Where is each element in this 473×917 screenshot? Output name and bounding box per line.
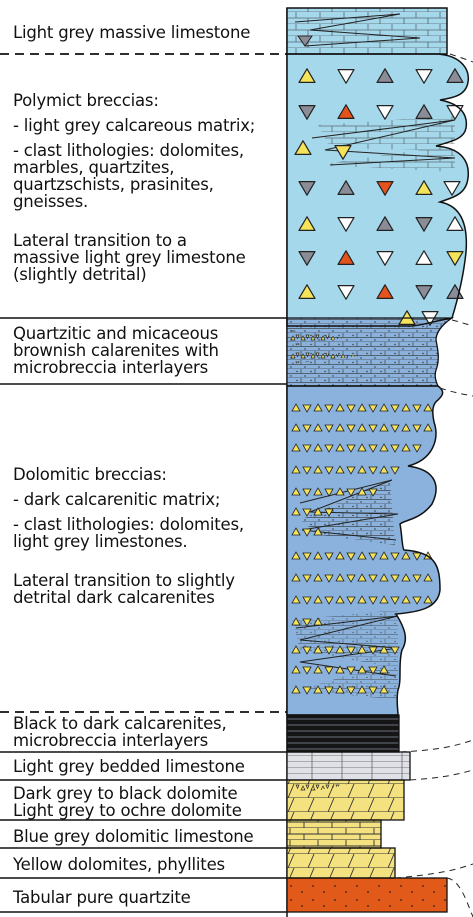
unit-label-dolomitic-breccias: Dolomitic breccias: - dark calcarenitic … [13,466,288,606]
unit-label-light-grey-bedded-limestone: Light grey bedded limestone [13,758,288,775]
correlation-dashed-line [400,740,473,752]
unit-label-dolomites: Dark grey to black dolomite Light grey t… [13,785,288,819]
unit-label-tabular-pure-quartzite: Tabular pure quartzite [13,889,288,906]
correlation-dashed-line [395,864,473,878]
limestone-texture [287,8,447,54]
unit-fill-polymict-breccias [287,54,468,326]
quartzite-texture [287,878,447,912]
unit-label-polymict-breccias: Polymict breccias: - light grey calcareo… [13,92,288,283]
unit-label-blue-grey-dolomitic-limestone: Blue grey dolomitic limestone [13,828,288,845]
unit-fill-dolomitic-breccias [287,386,443,715]
correlation-dashed-line [452,320,473,326]
dolomite-texture [287,848,395,878]
unit-label-black-calcarenites: Black to dark calcarenites, microbreccia… [13,715,288,749]
correlation-dashed-line [440,388,473,396]
unit-label-light-grey-massive-limestone: Light grey massive limestone [13,24,288,41]
dolomitic-limestone-texture [287,820,381,848]
bedded-texture [287,752,410,780]
unit-label-yellow-dolomites-phyllites: Yellow dolomites, phyllites [13,856,288,873]
lithology-column [287,8,468,912]
correlation-dashed-line [410,770,473,780]
correlation-dashed-line [447,878,473,917]
unit-fill-black-calcarenites [287,715,399,752]
unit-label-quartzitic-calcarenites: Quartzitic and micaceous brownish calare… [13,325,288,376]
